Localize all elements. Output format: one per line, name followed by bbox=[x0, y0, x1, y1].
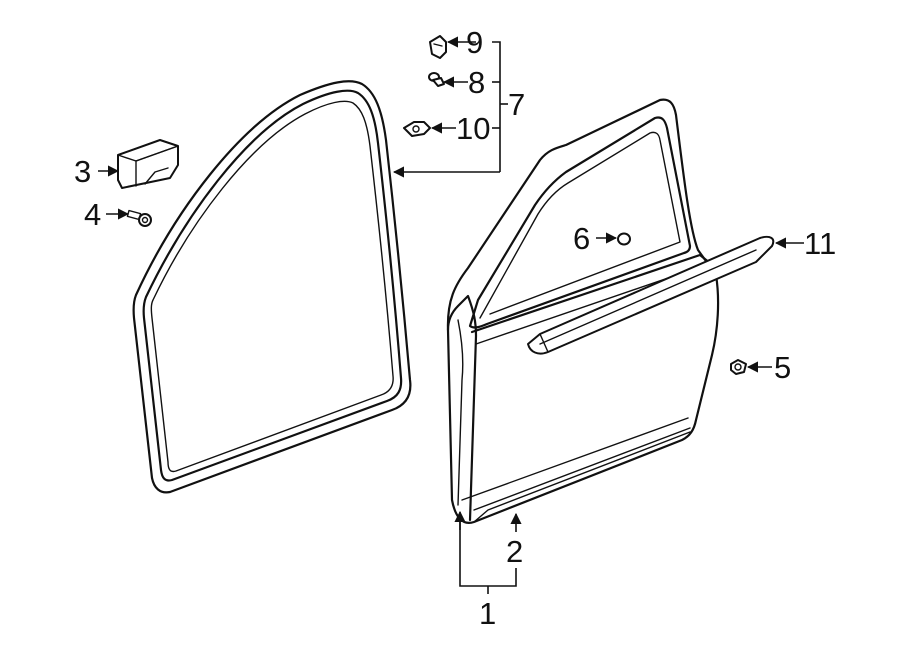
part-8-pin[interactable] bbox=[428, 72, 445, 87]
callout-6: 6 bbox=[573, 221, 590, 256]
callout-9: 9 bbox=[466, 25, 483, 60]
part-6-grommet[interactable] bbox=[617, 232, 631, 246]
callout-1: 1 bbox=[479, 596, 496, 631]
callout-labels: 9 8 10 7 3 4 6 11 5 2 1 bbox=[74, 25, 836, 631]
part-4-bolt[interactable] bbox=[126, 209, 152, 227]
leader-lines bbox=[98, 36, 804, 594]
callout-2: 2 bbox=[506, 534, 523, 569]
callout-10: 10 bbox=[456, 111, 490, 146]
callout-11: 11 bbox=[804, 226, 836, 261]
part-5-clip[interactable] bbox=[730, 359, 747, 375]
callout-7: 7 bbox=[508, 87, 525, 122]
part-3-cover[interactable] bbox=[117, 139, 179, 189]
callout-4: 4 bbox=[84, 197, 101, 232]
part-2-door-lower-panel[interactable] bbox=[473, 431, 691, 523]
callout-5: 5 bbox=[774, 350, 791, 385]
part-11-belt-molding[interactable] bbox=[527, 235, 775, 355]
part-9-clip[interactable] bbox=[429, 35, 447, 59]
door-weatherstrip[interactable] bbox=[132, 80, 412, 494]
part-10-grommet[interactable] bbox=[403, 121, 431, 137]
callout-3: 3 bbox=[74, 154, 91, 189]
callout-8: 8 bbox=[468, 65, 485, 100]
part-1-door-shell[interactable] bbox=[446, 98, 720, 524]
